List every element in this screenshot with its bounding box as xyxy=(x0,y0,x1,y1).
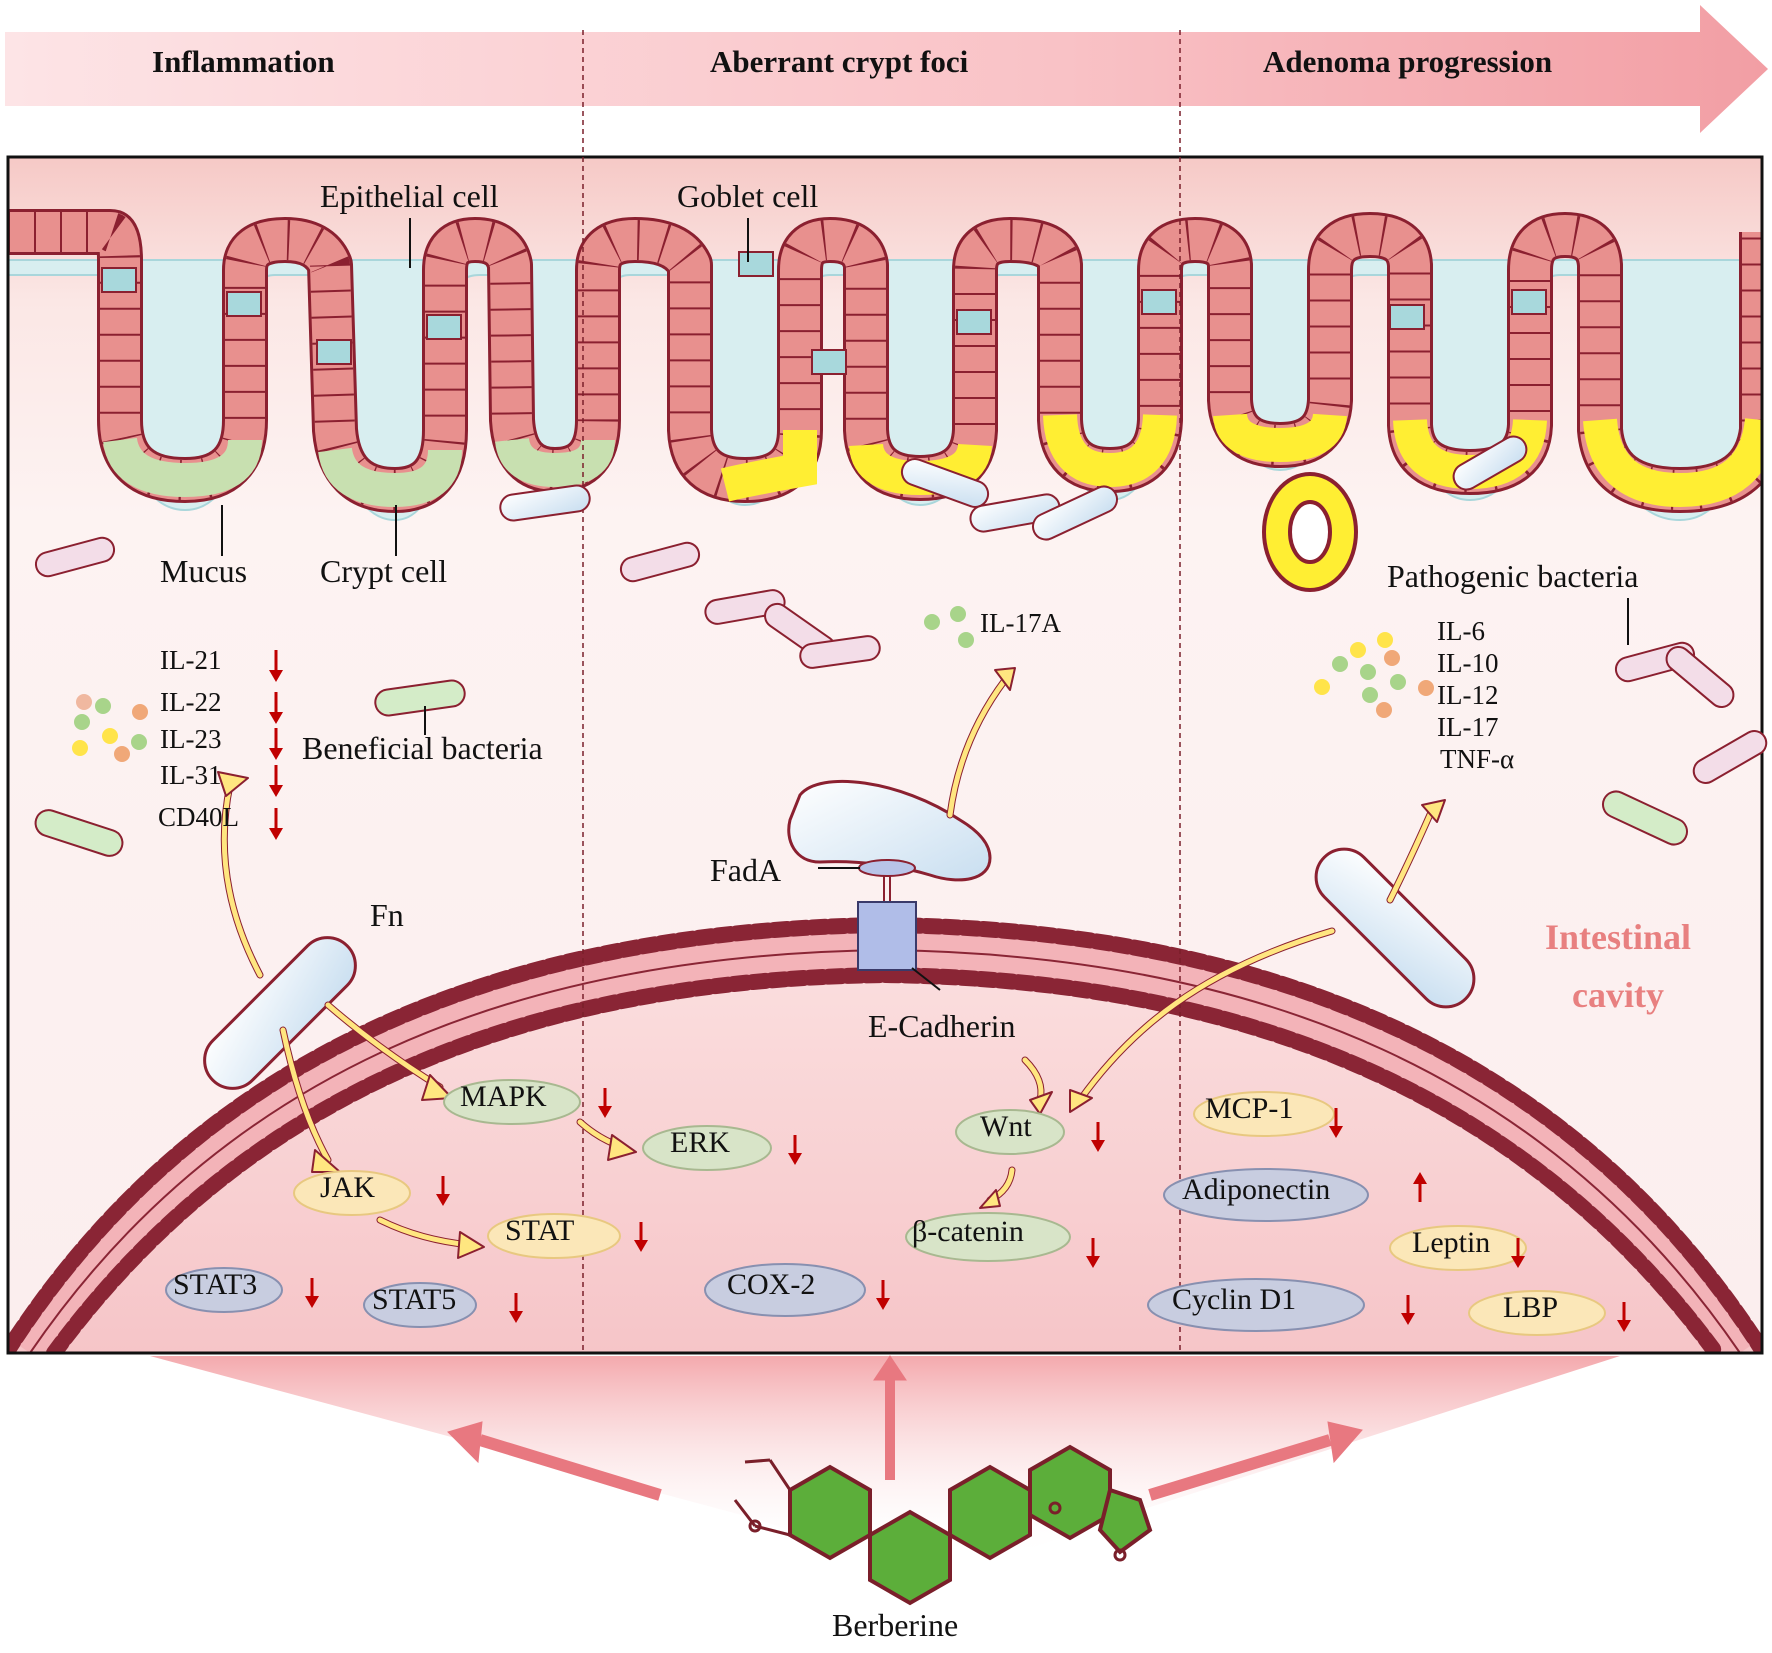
e-cadherin-receptor xyxy=(857,859,917,971)
cytokine-cd40l: CD40L xyxy=(158,802,239,832)
node-shapes xyxy=(165,1079,1606,1336)
node-stat3: STAT3 xyxy=(173,1268,258,1301)
beneficial-bacterium xyxy=(374,679,466,717)
main-panel xyxy=(6,155,1764,1355)
cytokine-il23: IL-23 xyxy=(160,724,222,754)
label-beneficial-bacteria: Beneficial bacteria xyxy=(302,730,543,766)
stage-adenoma-progression: Adenoma progression xyxy=(1263,44,1553,79)
label-epithelial-cell: Epithelial cell xyxy=(320,178,499,214)
cytokine-il21: IL-21 xyxy=(160,645,222,675)
stage-arrow xyxy=(5,5,1768,157)
node-jak: JAK xyxy=(320,1171,376,1204)
label-fn: Fn xyxy=(370,897,404,933)
label-berberine: Berberine xyxy=(832,1607,959,1643)
node-cyclin-d1: Cyclin D1 xyxy=(1172,1283,1297,1316)
pathogenic-bacterium xyxy=(1314,847,1476,1009)
stage-inflammation: Inflammation xyxy=(152,44,335,79)
beneficial-bacterium xyxy=(1601,790,1689,846)
regulation-arrows xyxy=(269,650,1631,1332)
node-stat5: STAT5 xyxy=(372,1283,457,1316)
signal-arrows xyxy=(217,667,1446,1259)
node-mcp1: MCP-1 xyxy=(1205,1092,1294,1125)
stage-aberrant-crypt-foci: Aberrant crypt foci xyxy=(710,44,969,79)
node-stat: STAT xyxy=(505,1214,575,1247)
node-cox2: COX-2 xyxy=(727,1268,816,1301)
label-e-cadherin: E-Cadherin xyxy=(868,1008,1016,1044)
goblet-cells xyxy=(101,251,1547,375)
berberine-fan xyxy=(150,1355,1620,1606)
node-mapk: MAPK xyxy=(460,1080,547,1113)
cavity-line-2: cavity xyxy=(1572,975,1664,1015)
node-erk: ERK xyxy=(670,1126,730,1159)
cytokine-il17: IL-17 xyxy=(1437,712,1499,742)
cytokine-il31: IL-31 xyxy=(160,760,222,790)
beneficial-bacterium xyxy=(34,809,124,857)
cytokine-il22: IL-22 xyxy=(160,687,222,717)
fada-bacterium xyxy=(787,779,992,882)
node-adiponectin: Adiponectin xyxy=(1182,1173,1331,1206)
label-pathogenic-bacteria: Pathogenic bacteria xyxy=(1387,558,1639,594)
node-wnt: Wnt xyxy=(980,1110,1032,1143)
label-mucus: Mucus xyxy=(160,553,248,589)
label-crypt-cell: Crypt cell xyxy=(320,553,448,589)
berberine-molecule xyxy=(788,1444,1153,1606)
cytokine-dots xyxy=(72,606,1434,762)
cytokine-il12: IL-12 xyxy=(1437,680,1499,710)
cytokine-tnfa: TNF-α xyxy=(1440,744,1515,774)
adenoma-ring xyxy=(1262,472,1358,592)
pointer-lines xyxy=(221,218,1629,991)
cytokine-il10: IL-10 xyxy=(1437,648,1499,678)
label-intestinal-cavity: Intestinal cavity xyxy=(1528,908,1708,1024)
cytokine-il6: IL-6 xyxy=(1437,616,1485,646)
fn-bacterium xyxy=(203,936,357,1090)
bacteria xyxy=(34,435,1768,1090)
label-goblet-cell: Goblet cell xyxy=(677,178,819,214)
node-beta-catenin: β-catenin xyxy=(912,1215,1024,1248)
cavity-line-1: Intestinal xyxy=(1544,917,1692,957)
node-lbp: LBP xyxy=(1503,1291,1559,1324)
node-leptin: Leptin xyxy=(1412,1226,1491,1259)
cytokine-il17a: IL-17A xyxy=(980,608,1061,638)
label-fada: FadA xyxy=(710,852,782,888)
